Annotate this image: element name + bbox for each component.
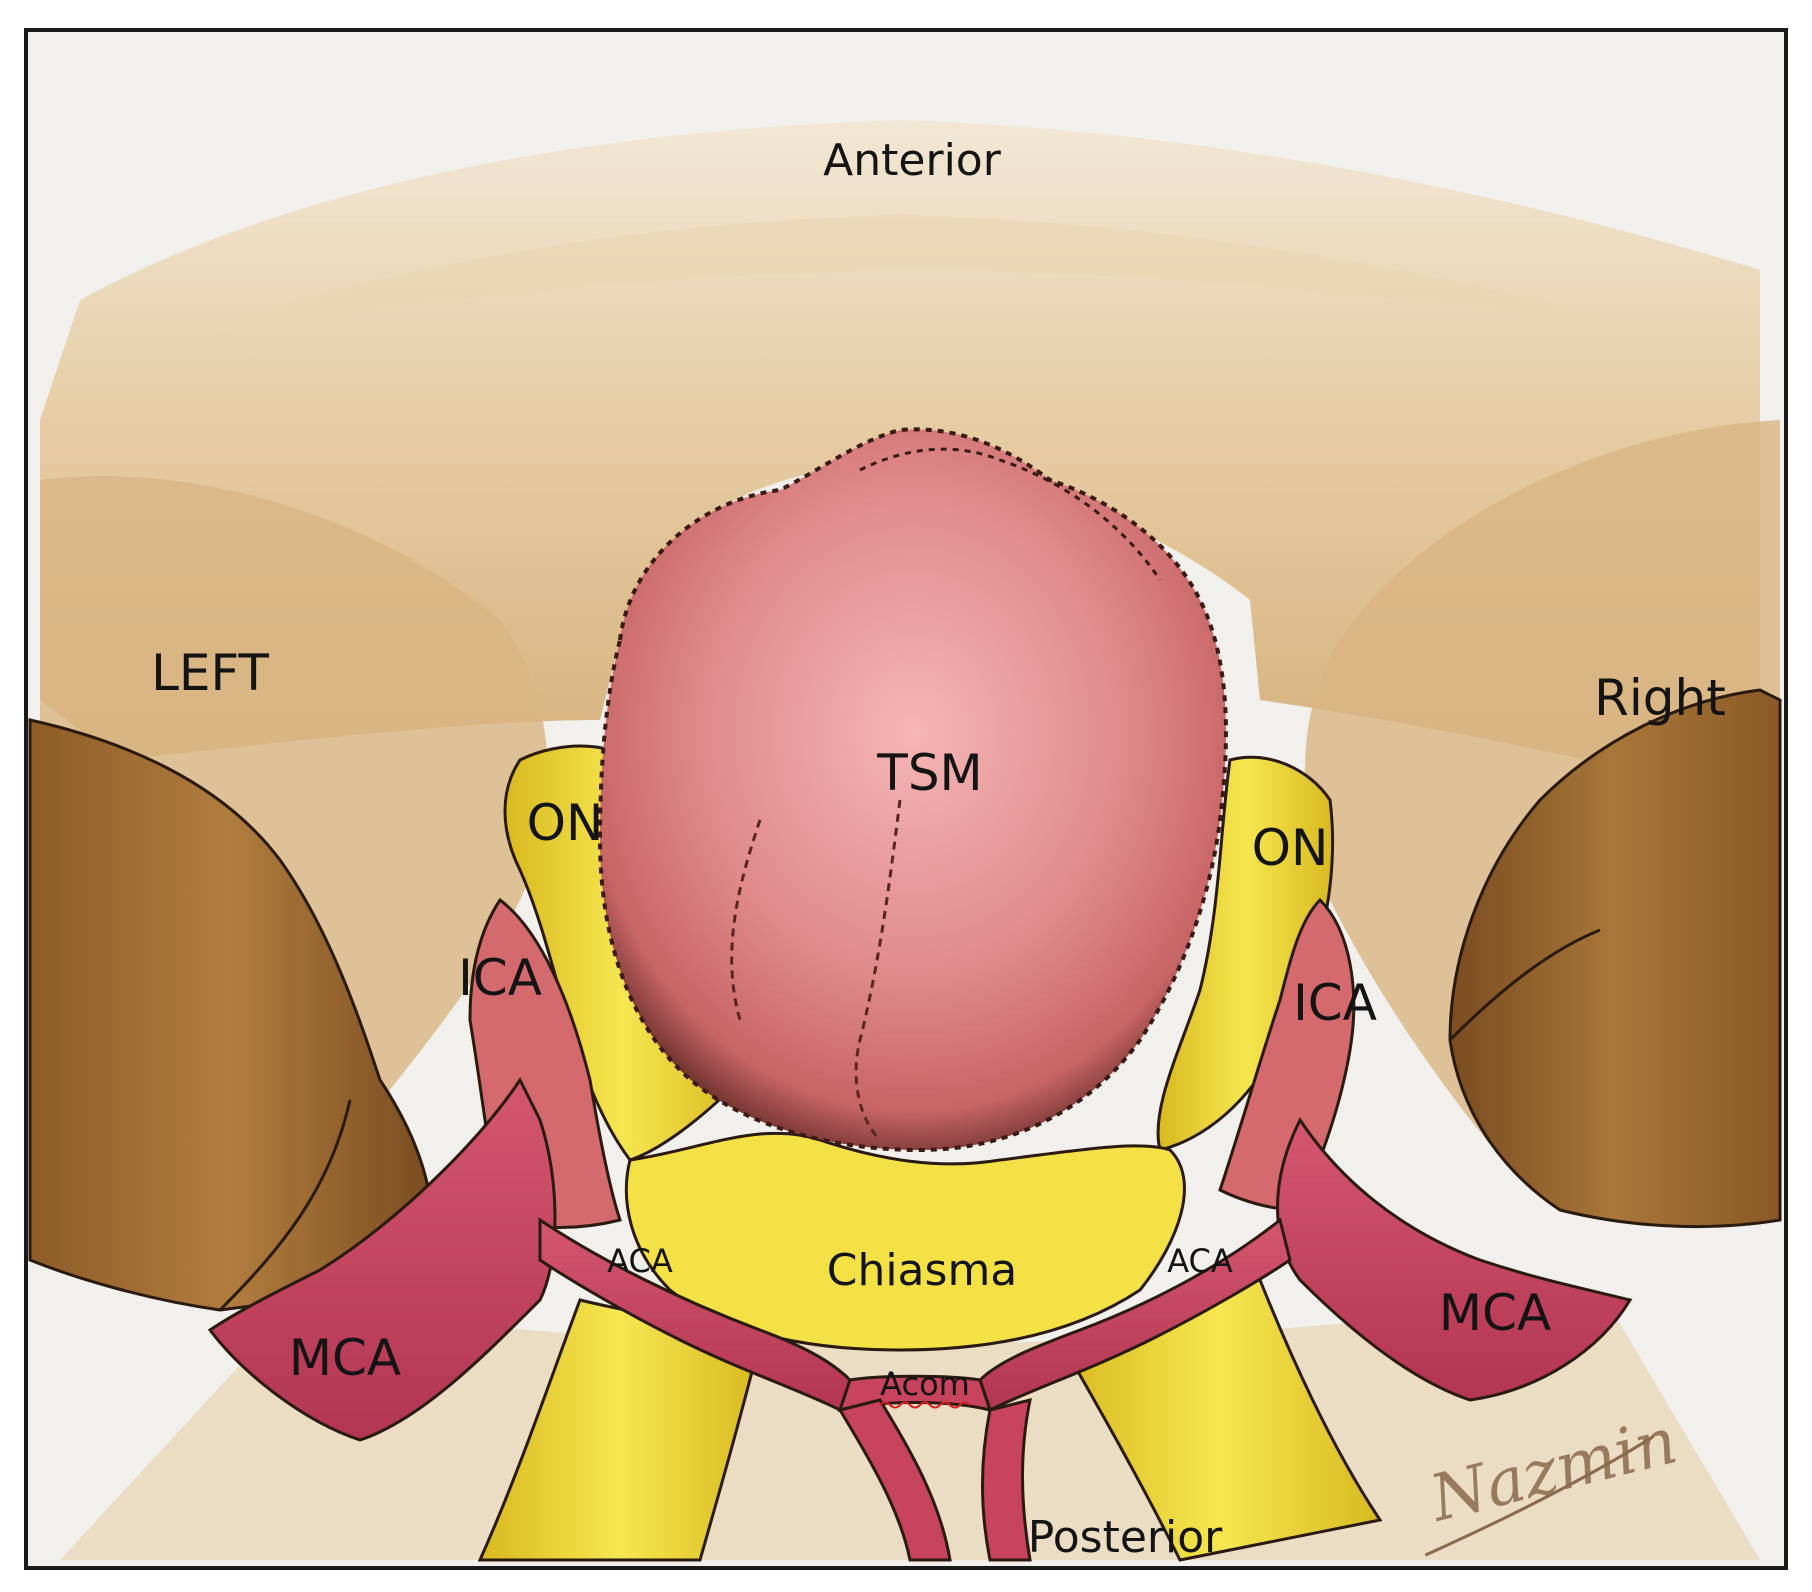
right-clinoid-edge: [1448, 928, 1601, 1042]
right-ica: [1218, 897, 1356, 1212]
left-mca: [207, 1077, 557, 1442]
tumor-fold-line-2: [730, 819, 762, 1021]
label-ica-right: ICA: [1293, 974, 1377, 1032]
left-anterior-clinoid: [28, 718, 434, 1312]
label-anterior: Anterior: [823, 135, 1002, 186]
right-optic-nerve: [1156, 755, 1334, 1152]
planum-shading: [180, 215, 1640, 340]
label-right: Right: [1594, 669, 1726, 727]
left-clinoid-edge: [218, 1099, 352, 1312]
figure-frame: [24, 28, 1788, 1570]
label-ica-left: ICA: [458, 949, 542, 1007]
label-tsm: TSM: [876, 744, 982, 802]
tumor-fold-line: [854, 799, 902, 1142]
label-posterior: Posterior: [1028, 1512, 1223, 1563]
label-left: LEFT: [151, 644, 269, 702]
right-mca: [1276, 1117, 1633, 1402]
label-chiasma: Chiasma: [827, 1245, 1018, 1296]
label-mca-right: MCA: [1439, 1284, 1551, 1342]
label-acom: Acom: [880, 1365, 970, 1403]
label-on-left: ON: [527, 794, 604, 852]
label-on-right: ON: [1252, 819, 1329, 877]
left-a2-segment: [837, 1398, 952, 1562]
acom-spellcheck-underline: [879, 1401, 971, 1409]
right-a2-segment: [981, 1397, 1032, 1562]
label-mca-left: MCA: [289, 1329, 401, 1387]
tumor-mass: [597, 427, 1228, 1153]
label-aca-right: ACA: [1167, 1242, 1233, 1280]
label-aca-left: ACA: [607, 1242, 673, 1280]
tumor-top-lobe: [859, 447, 1162, 581]
